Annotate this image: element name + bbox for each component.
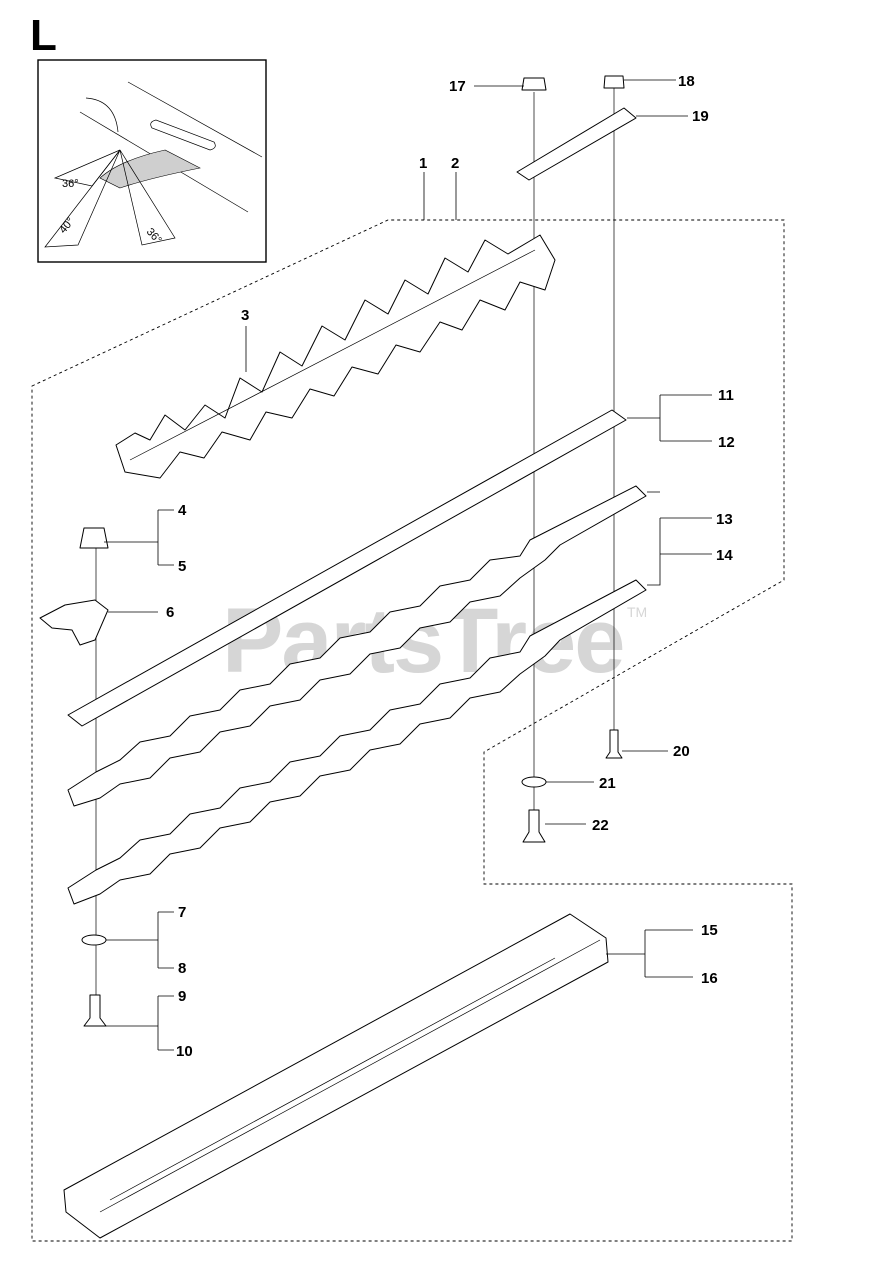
callout-18: 18 bbox=[678, 73, 695, 90]
callout-17: 17 bbox=[449, 78, 466, 95]
callout-10: 10 bbox=[176, 1043, 193, 1060]
callout-11: 11 bbox=[718, 387, 734, 404]
guide-bar bbox=[67, 409, 627, 727]
leader-lines bbox=[104, 79, 712, 1051]
clamp-plate bbox=[516, 107, 637, 181]
bottom-guard bbox=[63, 913, 609, 1239]
callout-20: 20 bbox=[673, 743, 690, 760]
blade-guard bbox=[115, 234, 556, 479]
callout-12: 12 bbox=[718, 434, 735, 451]
callout-16: 16 bbox=[701, 970, 718, 987]
callout-13: 13 bbox=[716, 511, 733, 528]
blade-upper bbox=[67, 485, 647, 807]
callout-21: 21 bbox=[599, 775, 616, 792]
callout-19: 19 bbox=[692, 108, 709, 125]
callouts: 1 2 3 4 5 6 7 8 9 10 11 12 13 14 15 16 1… bbox=[166, 73, 735, 1060]
callout-22: 22 bbox=[592, 817, 609, 834]
blade-lower bbox=[67, 579, 647, 905]
watermark-trademark: TM bbox=[627, 604, 647, 620]
callout-4: 4 bbox=[178, 502, 187, 519]
callout-2: 2 bbox=[451, 155, 459, 172]
callout-9: 9 bbox=[178, 988, 186, 1005]
callout-3: 3 bbox=[241, 307, 249, 324]
angle-label-left: 36° bbox=[62, 178, 79, 190]
callout-15: 15 bbox=[701, 922, 718, 939]
callout-6: 6 bbox=[166, 604, 174, 621]
callout-14: 14 bbox=[716, 547, 733, 564]
callout-7: 7 bbox=[178, 904, 186, 921]
section-letter: L bbox=[30, 11, 57, 60]
clamp-piece bbox=[39, 599, 109, 646]
hardware bbox=[79, 75, 625, 1027]
callout-8: 8 bbox=[178, 960, 186, 977]
callout-5: 5 bbox=[178, 558, 186, 575]
callout-1: 1 bbox=[419, 155, 427, 172]
inset-detail: 36° 40° 36° bbox=[37, 59, 267, 263]
assembly-boundary bbox=[31, 219, 793, 1242]
